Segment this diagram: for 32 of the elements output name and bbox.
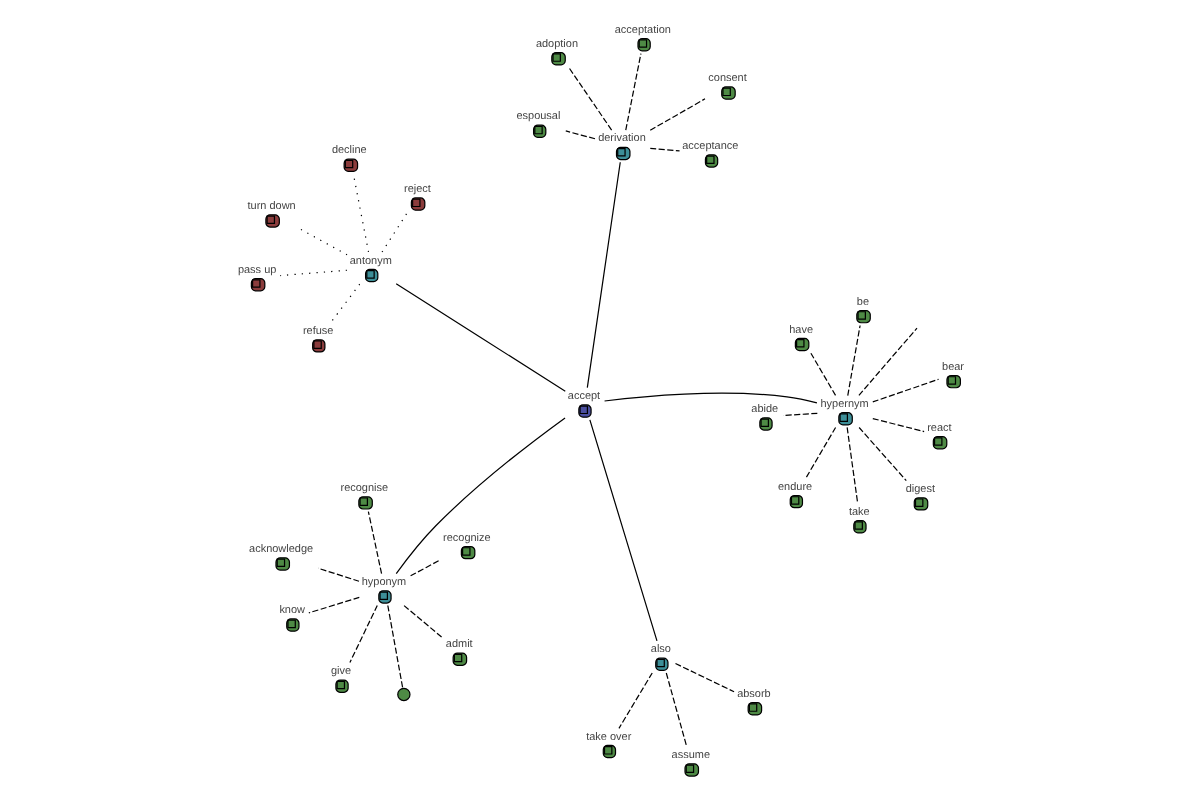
connector bbox=[804, 426, 836, 479]
connector bbox=[857, 426, 906, 482]
connector bbox=[585, 161, 620, 389]
connector bbox=[409, 559, 440, 577]
connector bbox=[648, 98, 705, 131]
connector bbox=[348, 604, 377, 663]
connector bbox=[307, 596, 359, 614]
connector bbox=[316, 567, 359, 582]
connector bbox=[781, 412, 817, 417]
connector bbox=[617, 672, 652, 729]
connector bbox=[871, 417, 924, 433]
connector bbox=[564, 130, 595, 140]
connector bbox=[297, 228, 347, 256]
connector bbox=[648, 147, 680, 152]
node-circle bbox=[396, 687, 410, 702]
connector bbox=[809, 352, 836, 396]
connector bbox=[602, 392, 817, 404]
connector bbox=[394, 417, 565, 575]
connector bbox=[402, 605, 443, 639]
connector bbox=[846, 324, 860, 397]
connector bbox=[394, 283, 565, 392]
connector bbox=[845, 426, 858, 505]
connector bbox=[351, 173, 369, 253]
connector bbox=[871, 378, 939, 403]
connector bbox=[857, 327, 917, 396]
connector bbox=[624, 52, 641, 131]
connector bbox=[366, 511, 382, 575]
connector bbox=[664, 672, 687, 747]
connector bbox=[386, 604, 403, 689]
connector bbox=[588, 419, 657, 642]
connector bbox=[673, 662, 734, 693]
connector bbox=[567, 67, 612, 131]
